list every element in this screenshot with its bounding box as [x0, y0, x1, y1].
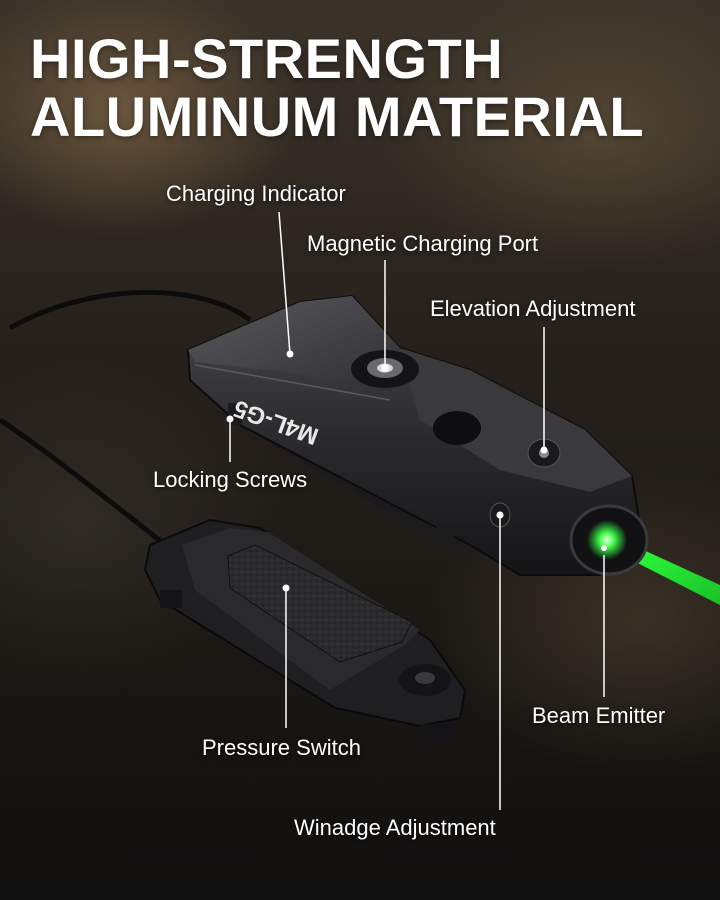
headline-line-2: ALUMINUM MATERIAL: [30, 85, 645, 148]
callout-winadge-adjustment: Winadge Adjustment: [294, 815, 496, 840]
leader-charging-indicator: [278, 211, 291, 355]
dot-beam-emitter: [601, 545, 607, 551]
headline-line-1: HIGH-STRENGTH: [30, 27, 504, 90]
callout-pressure-switch: Pressure Switch: [202, 735, 361, 760]
callout-locking-screws: Locking Screws: [153, 467, 308, 492]
callout-leaders: [229, 211, 605, 810]
callout-elevation-adjustment: Elevation Adjustment: [430, 296, 636, 321]
dot-winadge-adjustment: [496, 511, 504, 519]
dot-locking-screws: [226, 415, 234, 423]
pressure-switch-device: [143, 518, 467, 744]
dot-magnetic-charging-port: [381, 364, 389, 372]
headline: HIGH-STRENGTH ALUMINUM MATERIAL: [30, 30, 644, 146]
callout-magnetic-charging-port: Magnetic Charging Port: [307, 231, 539, 256]
callout-dots: [226, 350, 607, 592]
dot-pressure-switch: [282, 584, 290, 592]
laser-unit: [186, 294, 649, 576]
callout-charging-indicator: Charging Indicator: [166, 181, 346, 206]
cable: [8, 289, 252, 331]
dot-charging-indicator: [286, 350, 294, 358]
dot-elevation-adjustment: [540, 446, 548, 454]
callout-beam-emitter: Beam Emitter: [532, 703, 666, 728]
